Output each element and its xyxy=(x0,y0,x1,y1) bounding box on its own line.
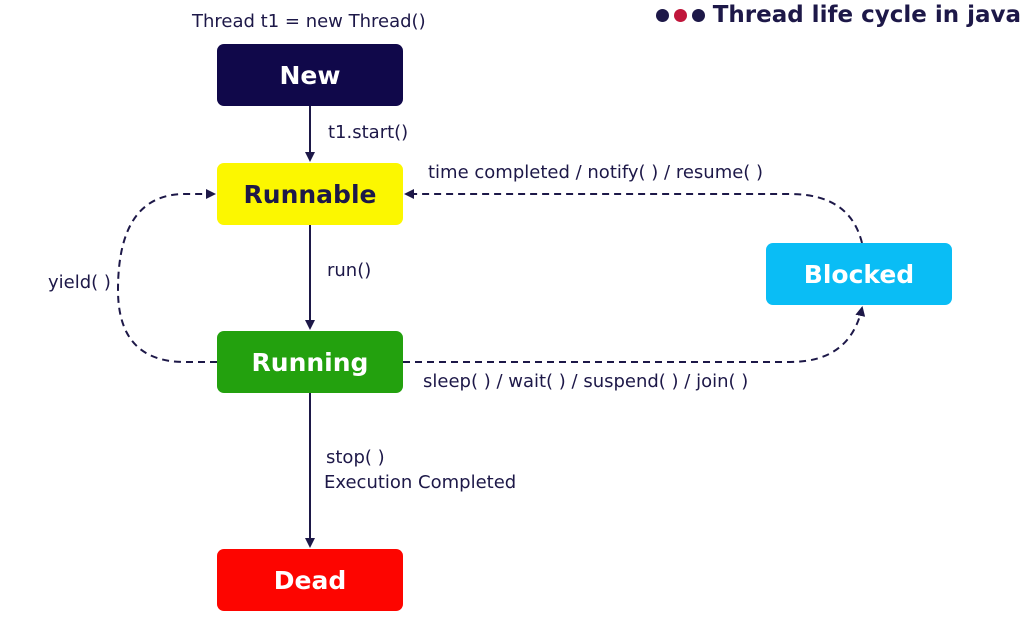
state-blocked: Blocked xyxy=(766,243,952,305)
constructor-label: Thread t1 = new Thread() xyxy=(192,11,426,32)
state-runnable: Runnable xyxy=(217,163,403,225)
transition-stop-label: stop( ) xyxy=(326,447,385,468)
transition-run-label: run() xyxy=(327,260,372,281)
state-running: Running xyxy=(217,331,403,393)
transition-start-label: t1.start() xyxy=(328,122,409,143)
transition-yield-label: yield( ) xyxy=(48,272,111,293)
diagram-header: Thread life cycle in java xyxy=(655,2,1021,28)
arrow-running-to-blocked xyxy=(403,306,866,363)
dot-icon xyxy=(691,8,705,22)
state-dead: Dead xyxy=(217,549,403,611)
arrow-blocked-to-runnable xyxy=(404,189,863,244)
header-dots-icon xyxy=(655,8,705,22)
state-dead-label: Dead xyxy=(273,565,347,595)
state-runnable-label: Runnable xyxy=(243,179,377,209)
diagram-title: Thread life cycle in java xyxy=(712,2,1021,28)
dot-icon xyxy=(655,8,669,22)
state-new: New xyxy=(217,44,403,106)
state-running-label: Running xyxy=(251,347,369,377)
transition-from-blocked-label: time completed / notify( ) / resume( ) xyxy=(428,162,764,183)
state-new-label: New xyxy=(279,60,341,90)
state-blocked-label: Blocked xyxy=(803,259,915,289)
transition-to-blocked-label: sleep( ) / wait( ) / suspend( ) / join( … xyxy=(423,371,749,392)
arrow-yield-loop xyxy=(116,189,217,363)
dot-icon xyxy=(673,8,687,22)
transition-execution-completed-label: Execution Completed xyxy=(324,472,517,493)
